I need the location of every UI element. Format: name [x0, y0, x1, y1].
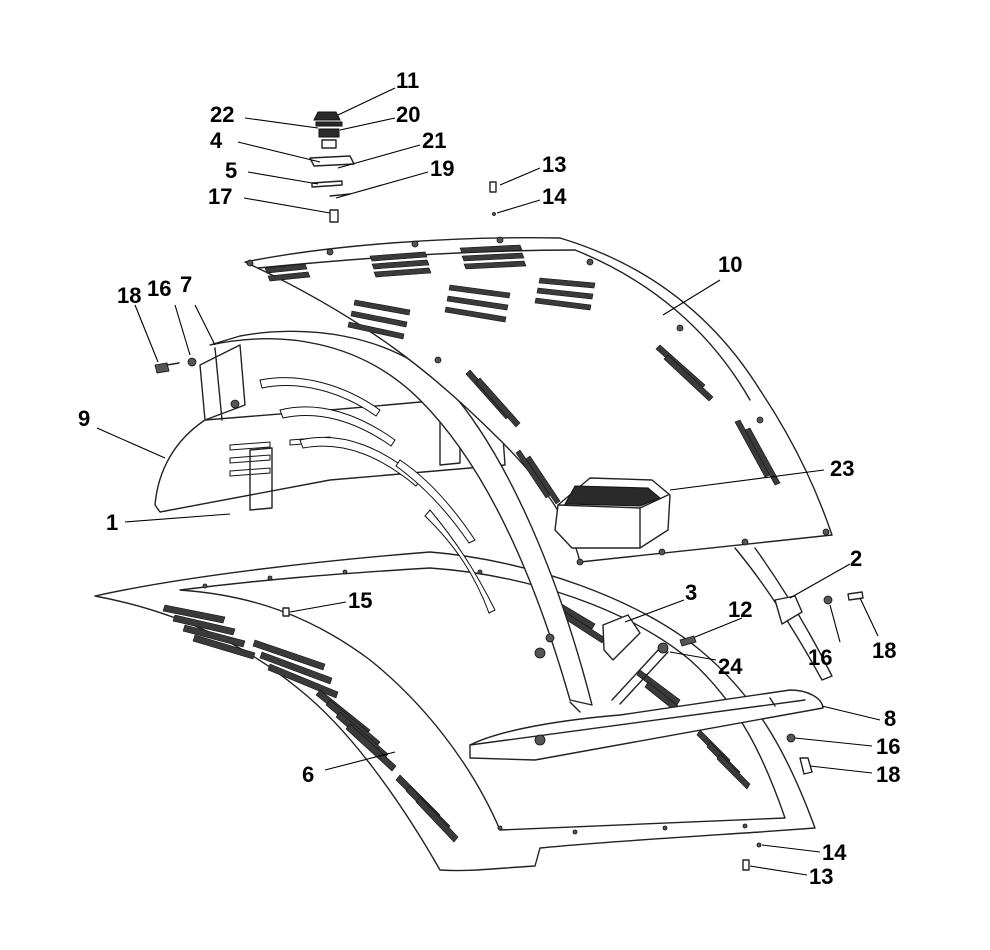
- part-2-right-bracket: [734, 547, 833, 681]
- callout-6: 6: [302, 762, 314, 787]
- part-1-center-arch: [209, 330, 593, 706]
- callout-14-bottom: 14: [822, 840, 847, 865]
- callout-22: 22: [210, 102, 234, 127]
- callout-2: 2: [850, 546, 862, 571]
- callout-14-top: 14: [542, 184, 567, 209]
- callout-18-right: 18: [872, 638, 896, 663]
- loose-hardware: [154, 181, 864, 871]
- part-23-light-unit: [554, 477, 671, 549]
- hardware-stack: [309, 111, 355, 223]
- callout-24: 24: [718, 654, 743, 679]
- callout-18-left: 18: [117, 283, 141, 308]
- callout-11: 11: [396, 68, 419, 93]
- callout-7: 7: [180, 272, 192, 297]
- callout-8: 8: [884, 706, 896, 731]
- callout-3: 3: [685, 580, 697, 605]
- callout-9: 9: [78, 406, 90, 431]
- part-10-roof-panel: [244, 236, 833, 566]
- callout-5: 5: [225, 158, 237, 183]
- callout-4: 4: [210, 128, 223, 153]
- callout-18-front: 18: [876, 762, 900, 787]
- part-24-strut: [611, 635, 697, 705]
- part-8-crossbar: [469, 689, 824, 761]
- callout-13-top: 13: [542, 152, 566, 177]
- callout-1: 1: [106, 510, 118, 535]
- callout-13-bottom: 13: [809, 864, 833, 889]
- callout-20: 20: [396, 102, 420, 127]
- callout-12: 12: [728, 597, 752, 622]
- callout-16-right: 16: [808, 645, 832, 670]
- callout-16-front: 16: [876, 734, 900, 759]
- part-3-hinge-bracket: [602, 614, 641, 661]
- callout-19: 19: [430, 156, 454, 181]
- callout-21: 21: [422, 128, 446, 153]
- callout-16-left: 16: [147, 276, 171, 301]
- callout-10: 10: [718, 252, 742, 277]
- callout-23: 23: [830, 456, 854, 481]
- callout-labels: 11 22 20 4 21 5 19 13 17 14 10 18 16 7 9…: [78, 68, 900, 889]
- callout-17: 17: [208, 184, 232, 209]
- part-7-gusset: [199, 344, 246, 421]
- leader-lines: [96, 87, 881, 876]
- callout-15: 15: [348, 588, 372, 613]
